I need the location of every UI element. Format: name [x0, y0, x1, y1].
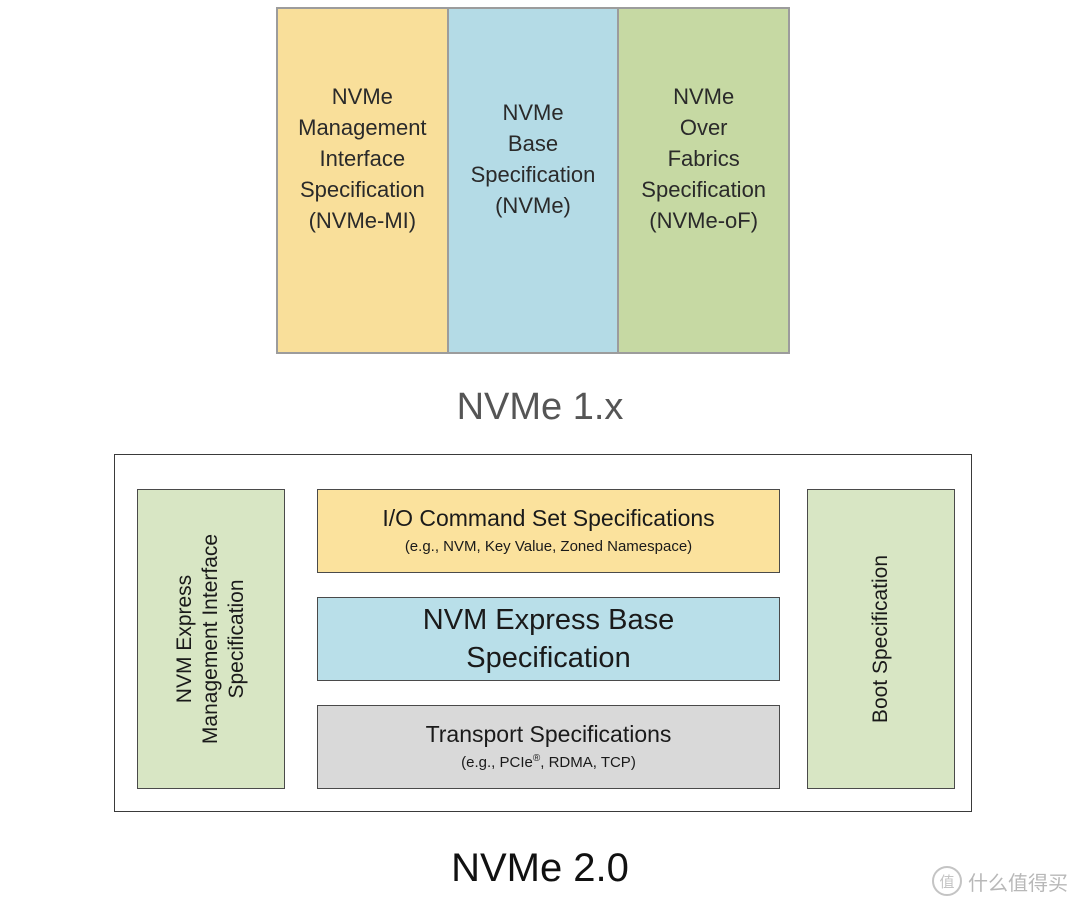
nvme1-spec-diagram: NVMe Management Interface Specification … [276, 7, 790, 354]
nvme1-caption: NVMe 1.x [456, 386, 624, 428]
nvme2-transport-subtitle: (e.g., PCIe®, RDMA, TCP) [461, 752, 636, 774]
transport-sub-post: , RDMA, TCP) [540, 754, 636, 771]
nvme1-mi-column: NVMe Management Interface Specification … [278, 9, 447, 352]
smzdm-logo-icon: 值 [932, 866, 962, 896]
nvme2-transport-title: Transport Specifications [425, 721, 672, 747]
watermark: 值 什么值得买 [932, 866, 1068, 896]
watermark-text: 什么值得买 [968, 870, 1068, 895]
nvme2-mi-label: NVM Express Management Interface Specifi… [173, 533, 248, 745]
registered-mark: ® [532, 753, 541, 764]
nvme2-transport-block: Transport Specifications (e.g., PCIe®, R… [317, 705, 780, 789]
nvme2-mi-block: NVM Express Management Interface Specifi… [137, 489, 285, 789]
nvme1-of-column: NVMe Over Fabrics Specification (NVMe-oF… [619, 9, 789, 352]
nvme2-boot-label: Boot Specification [869, 554, 892, 724]
nvme2-io-command-set-block: I/O Command Set Specifications (e.g., NV… [317, 489, 780, 573]
nvme1-base-column: NVMe Base Specification (NVMe) [448, 9, 618, 352]
nvme2-spec-diagram: NVM Express Management Interface Specifi… [114, 454, 972, 812]
nvme1-of-label: NVMe Over Fabrics Specification (NVMe-oF… [641, 84, 767, 233]
nvme2-base-title: NVM Express Base Specification [422, 604, 675, 674]
nvme2-boot-block: Boot Specification [807, 489, 955, 789]
nvme2-caption: NVMe 2.0 [451, 846, 629, 890]
nvme2-io-subtitle: (e.g., NVM, Key Value, Zoned Namespace) [404, 538, 693, 555]
nvme2-io-title: I/O Command Set Specifications [382, 505, 715, 531]
nvme2-base-block: NVM Express Base Specification [317, 597, 780, 681]
nvme1-base-label: NVMe Base Specification (NVMe) [470, 99, 596, 218]
nvme1-mi-label: NVMe Management Interface Specification … [298, 84, 427, 233]
transport-sub-pre: (e.g., PCIe [461, 754, 533, 771]
